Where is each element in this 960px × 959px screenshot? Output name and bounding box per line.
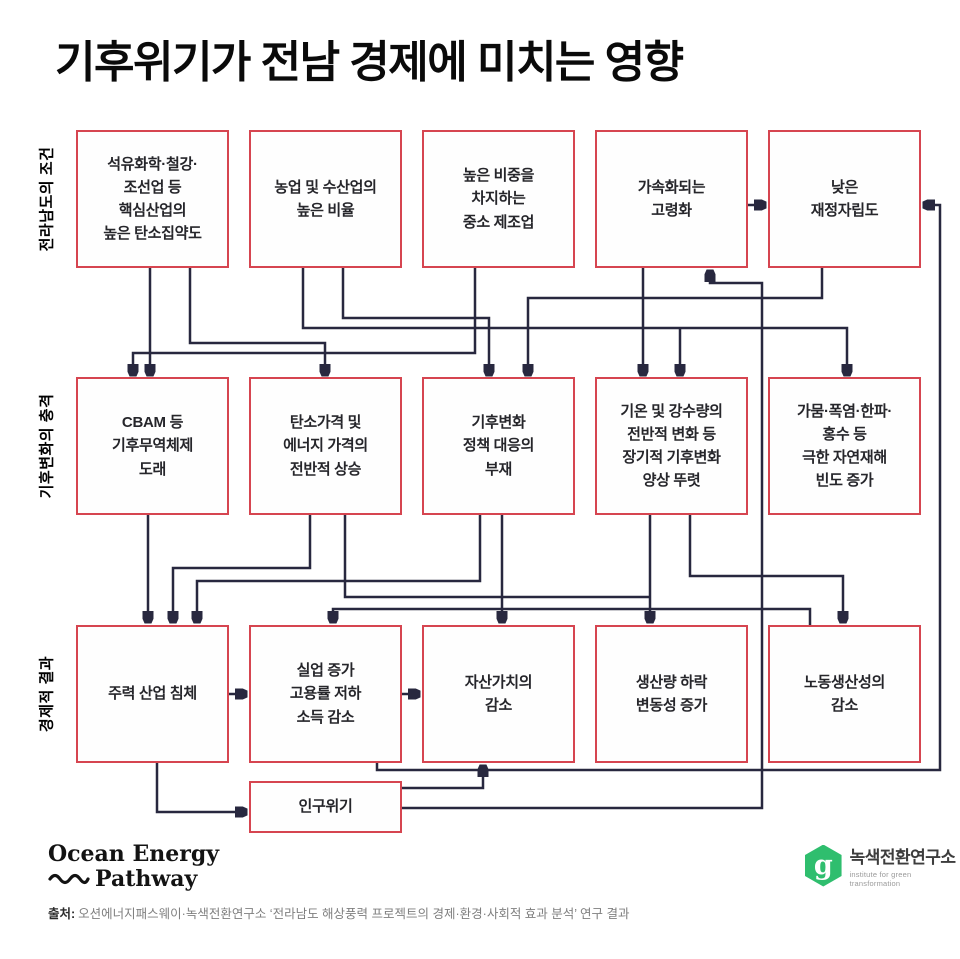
box-accelerating-aging: 가속화되는 고령화 — [595, 130, 748, 268]
source-label: 출처: — [48, 907, 76, 921]
box-population-crisis: 인구위기 — [249, 781, 402, 833]
ocean-energy-pathway-logo: Ocean Energy Pathway — [48, 843, 219, 890]
box-agriculture-fishery-ratio: 농업 및 수산업의 높은 비율 — [249, 130, 402, 268]
oep-logo-line1: Ocean Energy — [48, 841, 219, 867]
wave-icon — [48, 873, 90, 885]
green-hexagon-g-icon: g — [805, 844, 842, 887]
box-asset-value-decline: 자산가치의 감소 — [422, 625, 575, 763]
box-output-drop-volatility: 생산량 하락 변동성 증가 — [595, 625, 748, 763]
institute-name: 녹색전환연구소 — [849, 848, 956, 867]
box-longterm-climate-change: 기온 및 강수량의 전반적 변화 등 장기적 기후변화 양상 뚜렷 — [595, 377, 748, 515]
box-unemployment-income-decline: 실업 증가 고용률 저하 소득 감소 — [249, 625, 402, 763]
box-sme-manufacturing: 높은 비중을 차지하는 중소 제조업 — [422, 130, 575, 268]
institute-subtitle: institute for green transformation — [849, 870, 912, 888]
box-labor-productivity-decline: 노동생산성의 감소 — [768, 625, 921, 763]
page-title: 기후위기가 전남 경제에 미치는 영향 — [55, 38, 684, 87]
oep-logo-line2: Pathway — [95, 866, 198, 892]
box-cbam-trade-regime: CBAM 등 기후무역체제 도래 — [76, 377, 229, 515]
box-carbon-energy-price-rise: 탄소가격 및 에너지 가격의 전반적 상승 — [249, 377, 402, 515]
box-key-industry-recession: 주력 산업 침체 — [76, 625, 229, 763]
green-transformation-institute-logo: g 녹색전환연구소 institute for green transforma… — [805, 843, 960, 888]
box-low-fiscal-independence: 낮은 재정자립도 — [768, 130, 921, 268]
source-line: 출처:오션에너지패스웨이·녹색전환연구소 ‘전라남도 해상풍력 프로젝트의 경제… — [48, 903, 630, 922]
box-core-industry-carbon-intensity: 석유화학·철강· 조선업 등 핵심산업의 높은 탄소집약도 — [76, 130, 229, 268]
box-extreme-disaster-frequency: 가뭄·폭염·한파· 홍수 등 극한 자연재해 빈도 증가 — [768, 377, 921, 515]
box-absent-climate-policy: 기후변화 정책 대응의 부재 — [422, 377, 575, 515]
source-text: 오션에너지패스웨이·녹색전환연구소 ‘전라남도 해상풍력 프로젝트의 경제·환경… — [78, 907, 630, 921]
